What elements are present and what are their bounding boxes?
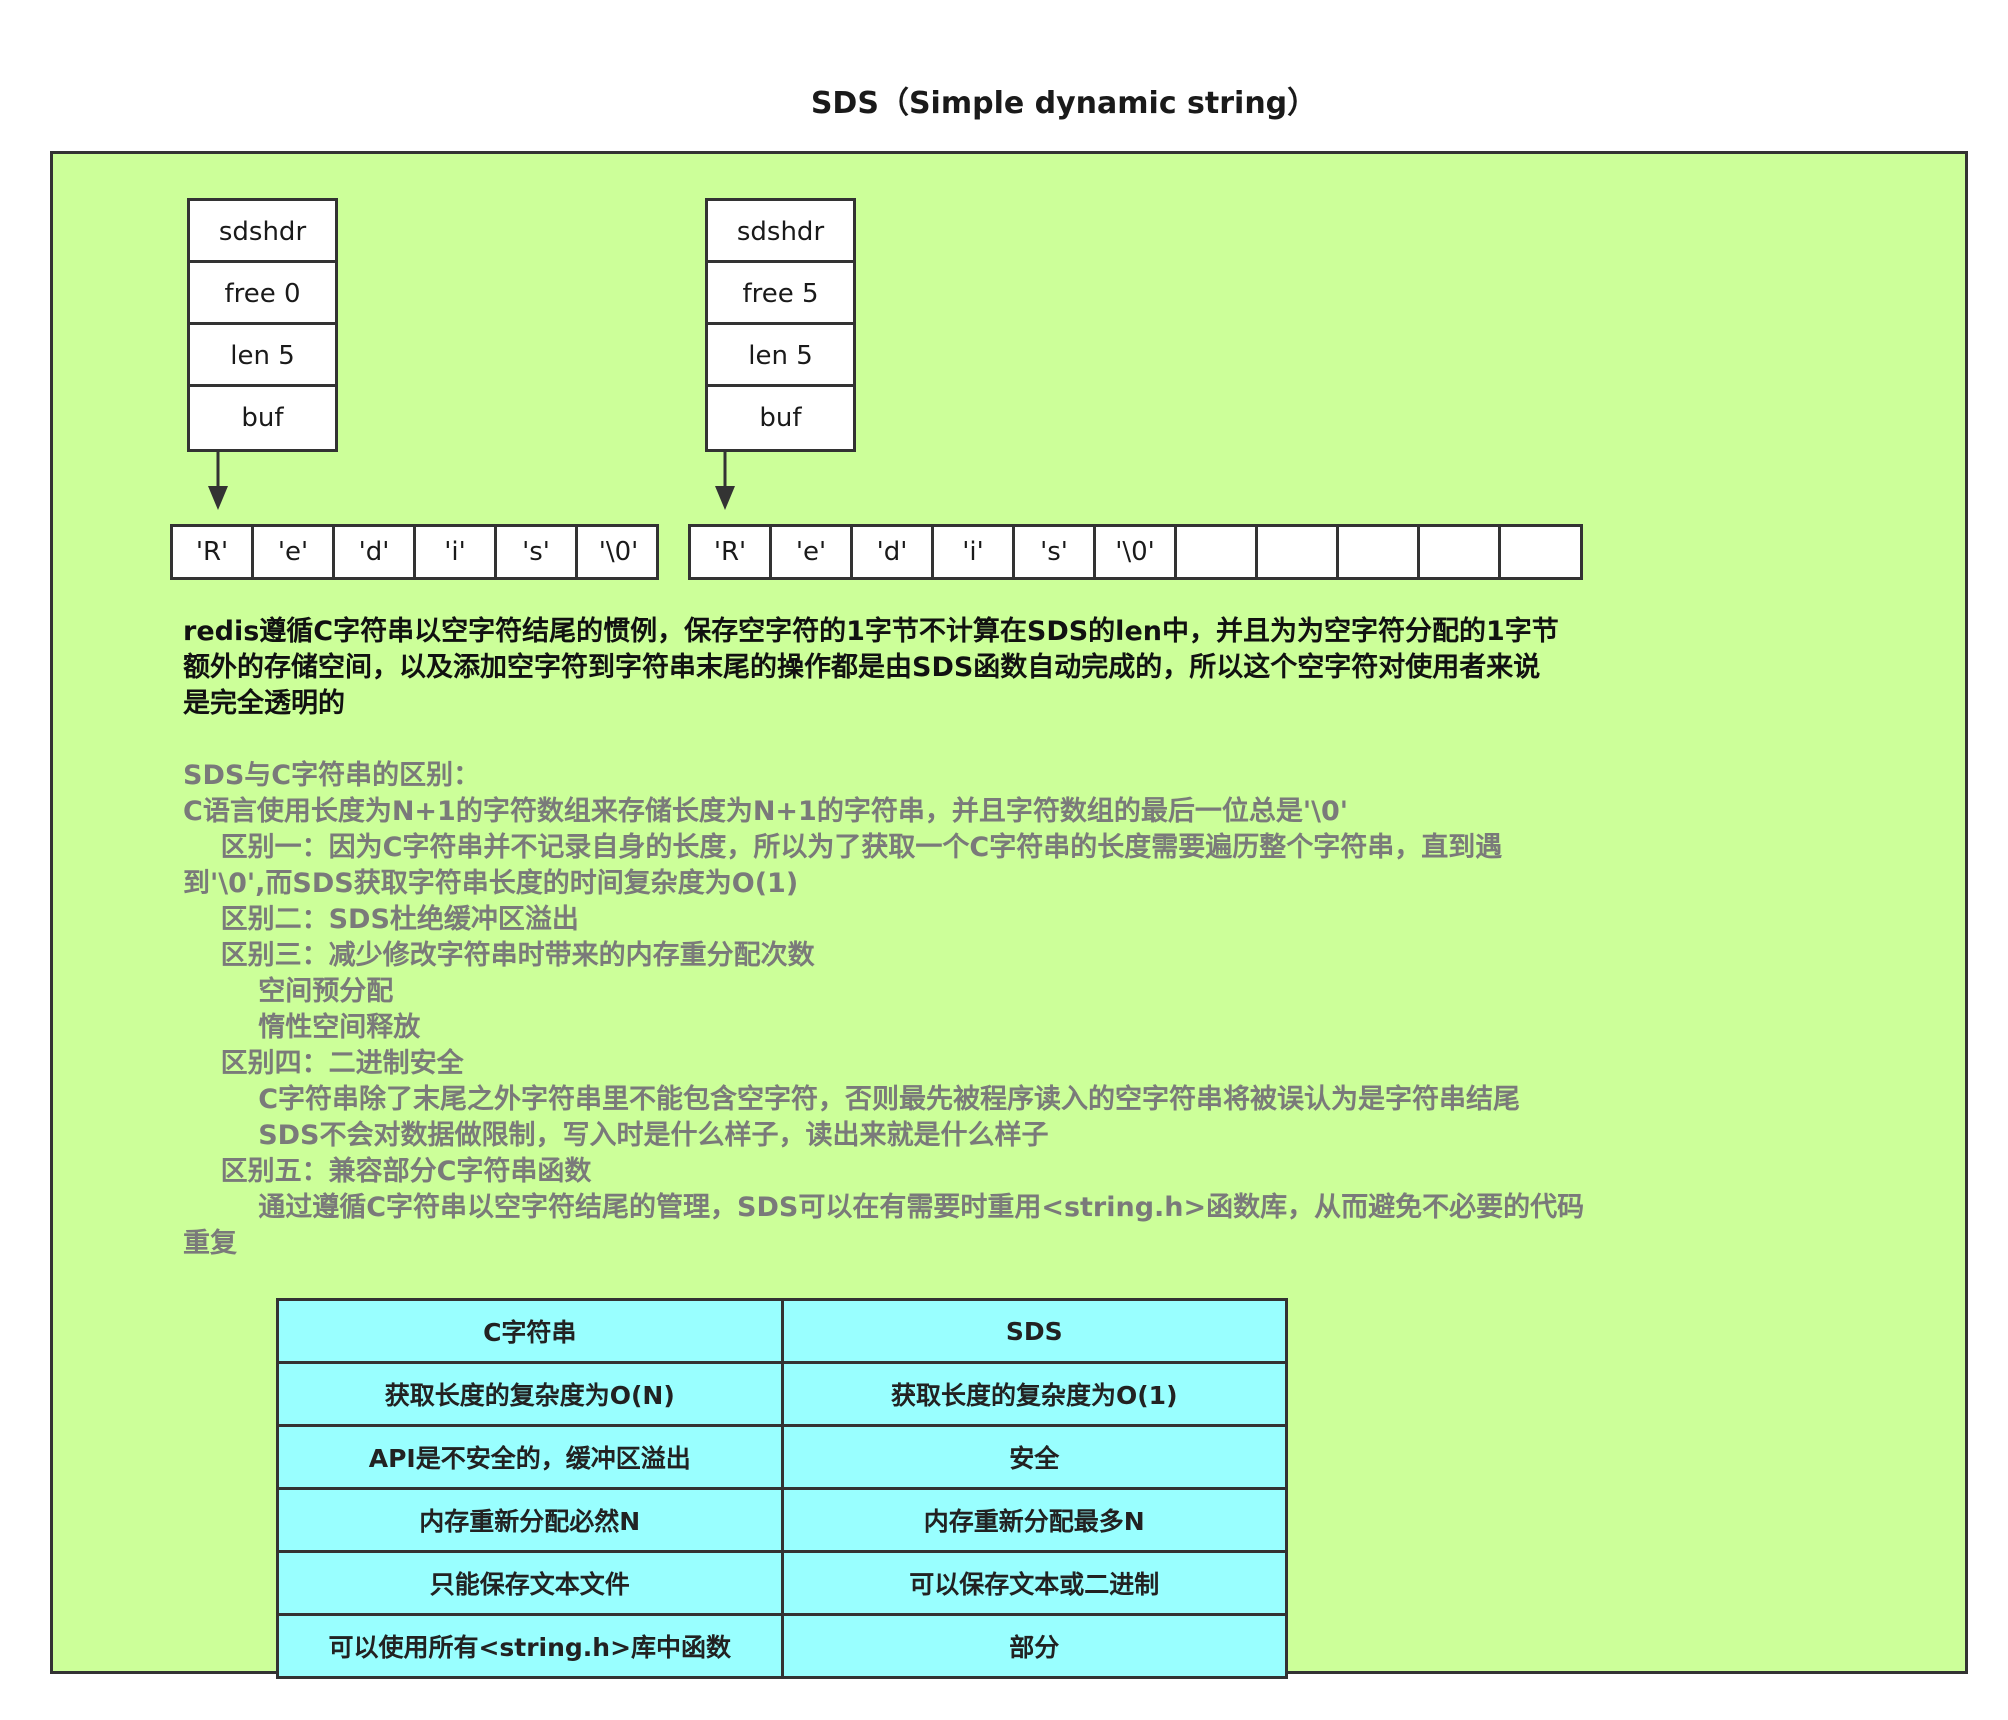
struct-field-len: len 5 — [190, 325, 335, 387]
buf-cell: 's' — [497, 527, 578, 577]
buf-cell: 'd' — [853, 527, 934, 577]
note-line: 是完全透明的 — [183, 688, 345, 719]
buf-cell-free — [1339, 527, 1420, 577]
buf-cell: '\0' — [1096, 527, 1177, 577]
buf-cell-free — [1177, 527, 1258, 577]
table-row: API是不安全的，缓冲区溢出 安全 — [276, 1424, 1288, 1490]
buf-cell-free — [1258, 527, 1339, 577]
struct-field-len: len 5 — [708, 325, 853, 387]
buf-pointer-arrow-right — [715, 450, 735, 510]
struct-field-header: sdshdr — [190, 201, 335, 263]
diff-line: C字符串除了末尾之外字符串里不能包含空字符，否则最先被程序读入的空字符串将被误认… — [183, 1084, 1521, 1115]
buf-cell: 'i' — [934, 527, 1015, 577]
sdshdr-struct-right: sdshdr free 5 len 5 buf — [705, 198, 856, 452]
table-cell: 获取长度的复杂度为O(1) — [780, 1361, 1288, 1427]
table-cell: 安全 — [780, 1424, 1288, 1490]
table-row: 只能保存文本文件 可以保存文本或二进制 — [276, 1550, 1288, 1616]
table-row: 内存重新分配必然N 内存重新分配最多N — [276, 1487, 1288, 1553]
buf-cell-free — [1501, 527, 1582, 577]
buf-cell: 'd' — [335, 527, 416, 577]
table-cell: 获取长度的复杂度为O(N) — [276, 1361, 784, 1427]
diff-line: 重复 — [183, 1228, 237, 1259]
diff-line: SDS不会对数据做限制，写入时是什么样子，读出来就是什么样子 — [183, 1120, 1049, 1151]
buf-cell: 'e' — [772, 527, 853, 577]
null-terminator-note: redis遵循C字符串以空字符结尾的惯例，保存空字符的1字节不计算在SDS的le… — [183, 614, 1723, 722]
note-line: redis遵循C字符串以空字符结尾的惯例，保存空字符的1字节不计算在SDS的le… — [183, 616, 1559, 647]
diff-line: C语言使用长度为N+1的字符数组来存储长度为N+1的字符串，并且字符数组的最后一… — [183, 796, 1349, 827]
buf-cell: 'i' — [416, 527, 497, 577]
struct-field-free: free 0 — [190, 263, 335, 325]
table-header-cell: C字符串 — [276, 1298, 784, 1364]
diff-line: 通过遵循C字符串以空字符结尾的管理，SDS可以在有需要时重用<string.h>… — [183, 1192, 1585, 1223]
table-cell: 内存重新分配最多N — [780, 1487, 1288, 1553]
diff-line: 区别一：因为C字符串并不记录自身的长度，所以为了获取一个C字符串的长度需要遍历整… — [183, 832, 1503, 863]
table-cell: 只能保存文本文件 — [276, 1550, 784, 1616]
table-row: 可以使用所有<string.h>库中函数 部分 — [276, 1613, 1288, 1679]
diff-line: 惰性空间释放 — [183, 1012, 421, 1043]
sdshdr-struct-left: sdshdr free 0 len 5 buf — [187, 198, 338, 452]
buf-cell-free — [1420, 527, 1501, 577]
buf-cell: 'R' — [691, 527, 772, 577]
buf-cell: 'e' — [254, 527, 335, 577]
differences-section: SDS与C字符串的区别： C语言使用长度为N+1的字符数组来存储长度为N+1的字… — [183, 758, 1723, 1262]
struct-field-buf: buf — [708, 387, 853, 449]
table-cell: API是不安全的，缓冲区溢出 — [276, 1424, 784, 1490]
diff-line: 区别二：SDS杜绝缓冲区溢出 — [183, 904, 579, 935]
diff-line: 区别三：减少修改字符串时带来的内存重分配次数 — [183, 940, 815, 971]
diff-line: 到'\0',而SDS获取字符串长度的时间复杂度为O(1) — [183, 868, 799, 899]
diff-line: 区别四：二进制安全 — [183, 1048, 464, 1079]
table-cell: 部分 — [780, 1613, 1288, 1679]
buf-cell: '\0' — [598, 537, 639, 567]
page-title: SDS（Simple dynamic string） — [810, 86, 1318, 121]
struct-field-free: free 5 — [708, 263, 853, 325]
struct-field-buf: buf — [190, 387, 335, 449]
buf-array-right: 'R' 'e' 'd' 'i' 's' '\0' — [688, 524, 1583, 580]
note-line: 额外的存储空间，以及添加空字符到字符串末尾的操作都是由SDS函数自动完成的，所以… — [183, 652, 1541, 683]
table-header-cell: SDS — [780, 1298, 1288, 1364]
table-cell: 可以使用所有<string.h>库中函数 — [276, 1613, 784, 1679]
table-cell: 内存重新分配必然N — [276, 1487, 784, 1553]
diff-line: 区别五：兼容部分C字符串函数 — [183, 1156, 592, 1187]
comparison-table: C字符串 SDS 获取长度的复杂度为O(N) 获取长度的复杂度为O(1) API… — [276, 1298, 1288, 1679]
table-cell: 可以保存文本或二进制 — [780, 1550, 1288, 1616]
table-header-row: C字符串 SDS — [276, 1298, 1288, 1364]
diff-line: SDS与C字符串的区别： — [183, 760, 481, 791]
struct-field-header: sdshdr — [708, 201, 853, 263]
diff-line: 空间预分配 — [183, 976, 394, 1007]
buf-array-left: 'R' 'e' 'd' 'i' 's' '\0' — [170, 524, 659, 580]
buf-pointer-arrow-left — [208, 450, 228, 510]
buf-cell: 's' — [1015, 527, 1096, 577]
table-row: 获取长度的复杂度为O(N) 获取长度的复杂度为O(1) — [276, 1361, 1288, 1427]
buf-cell: 'R' — [173, 527, 254, 577]
